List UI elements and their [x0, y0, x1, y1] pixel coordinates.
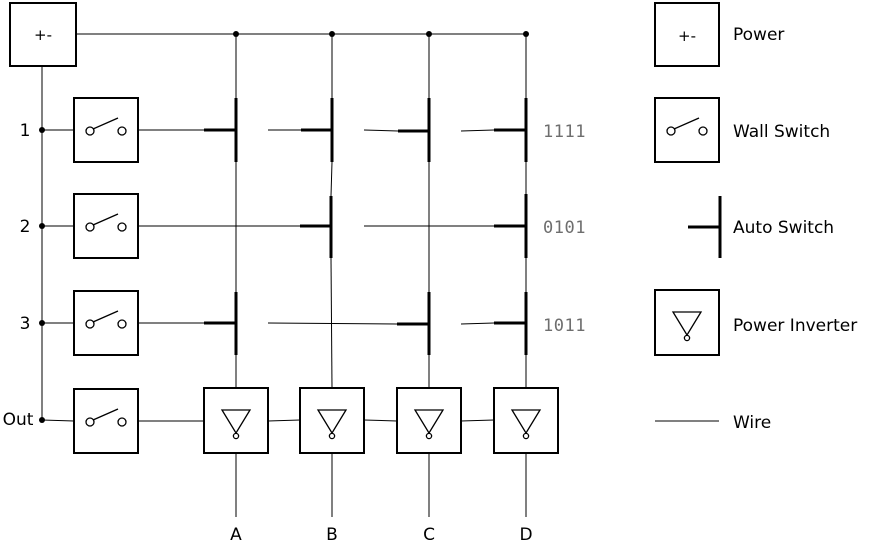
column-label-c: C: [423, 525, 435, 545]
out-row-wire: [363, 419, 398, 422]
legend-power-inverter-label: Power Inverter: [733, 316, 857, 336]
row-label-3: 3: [20, 314, 31, 334]
row-1-wire: [460, 129, 495, 132]
column-b-wire: [330, 161, 333, 197]
row-label-2: 2: [20, 217, 31, 237]
row-2-code: 0101: [543, 218, 586, 238]
power-inverter-a: [203, 387, 269, 454]
auto-switch-1d: [494, 98, 528, 162]
legend: +- Power Wall Switch Auto Switch Power I…: [654, 2, 857, 433]
power-inverter-c: [396, 387, 462, 454]
power-inverter-b: [299, 387, 365, 454]
out-row-wire: [460, 419, 495, 422]
legend-power-inverter-icon: [654, 289, 720, 356]
wall-switch-row-out: [73, 388, 139, 454]
legend-auto-switch-icon: [688, 196, 722, 258]
legend-wire-label: Wire: [733, 413, 771, 433]
junction-dot: [39, 223, 45, 229]
column-label-b: B: [326, 525, 338, 545]
junction-dot: [523, 31, 529, 37]
legend-power-icon: +-: [654, 2, 720, 67]
auto-switch-1a: [204, 98, 238, 162]
junction-dot: [233, 31, 239, 37]
junction-dot: [39, 320, 45, 326]
junction-dot: [39, 127, 45, 133]
column-label-d: D: [519, 525, 532, 545]
wall-switch-row-2: [73, 193, 139, 259]
wall-switches: [73, 97, 139, 454]
row-3-wire: [267, 322, 398, 325]
out-row-wire: [267, 419, 301, 422]
legend-wall-switch-label: Wall Switch: [733, 122, 830, 142]
junction-dot: [426, 31, 432, 37]
junction-dot: [39, 417, 45, 423]
row-3-wire: [460, 322, 495, 325]
row-1-wire: [363, 129, 399, 132]
power-inverter-d: [493, 387, 559, 454]
column-b-wire: [330, 257, 333, 389]
auto-switch-3d: [494, 292, 528, 355]
power-source: +-: [9, 2, 77, 67]
row-1-code: 1111: [543, 122, 586, 142]
legend-auto-switch-label: Auto Switch: [733, 218, 834, 238]
auto-switches: [204, 98, 528, 355]
junctions: [39, 31, 529, 423]
column-label-a: A: [230, 525, 242, 545]
auto-switch-1c: [398, 98, 431, 162]
legend-power-label: Power: [733, 25, 784, 45]
row-label-1: 1: [20, 121, 31, 141]
legend-power-icon-label: +-: [678, 27, 696, 45]
wall-switch-row-3: [73, 290, 139, 356]
row-label-out: Out: [3, 410, 34, 430]
auto-switch-2d: [494, 194, 528, 258]
row-3-code: 1011: [543, 316, 586, 336]
auto-switch-3c: [397, 292, 431, 355]
auto-switch-3a: [204, 292, 238, 355]
row-out-tap-wire: [41, 419, 75, 422]
auto-switch-2b: [300, 196, 333, 258]
wall-switch-row-1: [73, 97, 139, 163]
junction-dot: [329, 31, 335, 37]
power-source-label: +-: [34, 26, 52, 44]
auto-switch-1b: [301, 98, 334, 162]
legend-wall-switch-icon: [654, 97, 720, 163]
power-inverters: [203, 387, 559, 454]
